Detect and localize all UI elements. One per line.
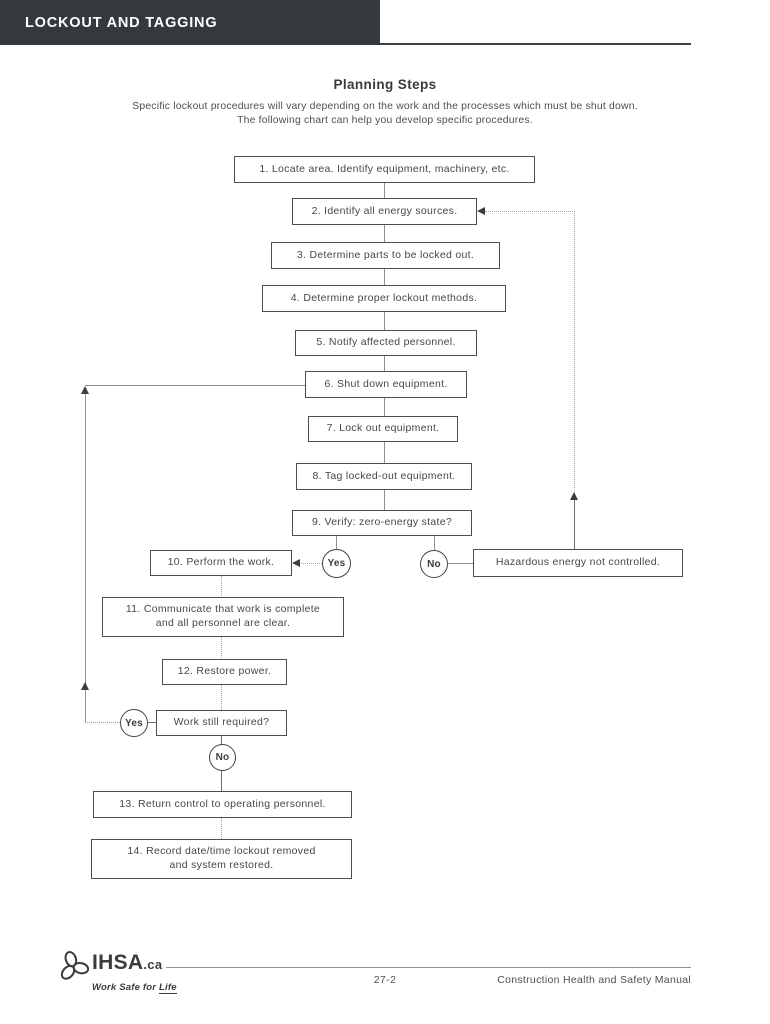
decision-yes-circle-2: Yes [120,709,148,737]
connector-yes2-left [85,722,120,723]
arrow-up-icon [570,492,578,500]
decision-no-circle: No [420,550,448,578]
connector-feedback-right-top [485,211,575,212]
footer-divider [166,967,691,968]
connector-work-required-yes [148,722,156,723]
section-title: Planning Steps [333,77,437,92]
flow-step-7: 7. Lock out equipment. [308,416,458,442]
flow-step-9: 9. Verify: zero-energy state? [292,510,472,536]
flow-step-1: 1. Locate area. Identify equipment, mach… [234,156,535,183]
tagline-life: Life [159,982,177,994]
logo-tagline: Work Safe for Life [92,982,177,994]
connector-left-column [221,576,222,710]
connector-no2-to-13 [221,771,222,791]
decision-no-circle-2: No [209,744,236,771]
flow-step-10-label: 10. Perform the work. [167,556,275,569]
flow-step-5-label: 5. Notify affected personnel. [316,336,456,349]
flow-step-11: 11. Communicate that work is complete an… [102,597,344,637]
intro-line-1: Specific lockout procedures will vary de… [132,101,638,112]
flow-step-2: 2. Identify all energy sources. [292,198,477,225]
decision-yes-label: Yes [125,717,143,729]
connector-hazard-up [574,500,575,549]
page-header-title: LOCKOUT AND TAGGING [25,14,218,31]
work-required-box: Work still required? [156,710,287,736]
logo-suffix-text: .ca [143,957,163,972]
flow-step-12: 12. Restore power. [162,659,287,685]
flow-step-13: 13. Return control to operating personne… [93,791,352,818]
flow-step-11-line2: and all personnel are clear. [155,617,291,629]
tagline-prefix: Work Safe for [92,982,160,993]
flow-step-12-label: 12. Restore power. [177,665,272,678]
intro-line-2: The following chart can help you develop… [237,115,533,126]
flow-step-11-line1: 11. Communicate that work is complete [125,603,321,616]
connector-feedback-right [574,211,575,496]
flow-step-13-label: 13. Return control to operating personne… [119,797,326,810]
flow-step-14-line2: and system restored. [169,859,274,871]
decision-yes-label: Yes [327,558,346,569]
connector-work-required-no [221,736,222,745]
page-number: 27-2 [373,974,397,986]
decision-yes-circle: Yes [322,549,351,578]
connector-feedback-left-top [85,385,305,386]
flow-step-4: 4. Determine proper lockout methods. [262,285,506,312]
flow-step-8: 8. Tag locked-out equipment. [296,463,472,490]
connector-feedback-left [85,394,86,723]
decision-no-label: No [427,558,441,570]
trillium-icon [60,950,89,980]
hazard-note-box: Hazardous energy not controlled. [473,549,683,577]
flow-step-14: 14. Record date/time lockout removed and… [91,839,352,879]
flow-step-2-label: 2. Identify all energy sources. [311,204,458,217]
decision-no-label: No [215,752,230,763]
arrow-left-icon [477,207,485,215]
connector-drop-no [434,536,435,550]
flow-step-6: 6. Shut down equipment. [305,371,467,398]
flow-step-3: 3. Determine parts to be locked out. [271,242,500,269]
flow-step-5: 5. Notify affected personnel. [295,330,477,356]
flow-step-14-line1: 14. Record date/time lockout removed [127,845,316,858]
flow-step-10: 10. Perform the work. [150,550,292,576]
ihsa-logo: IHSA.ca Work Safe for Life [58,950,177,994]
connector-no-to-hazard [448,563,473,564]
connector-drop-yes [336,536,337,550]
connector-13-to-14 [221,818,222,839]
flow-step-8-label: 8. Tag locked-out equipment. [312,469,456,482]
arrow-up-icon [81,386,89,394]
flow-step-6-label: 6. Shut down equipment. [324,377,448,390]
flow-step-1-label: 1. Locate area. Identify equipment, mach… [259,162,510,175]
flow-step-4-label: 4. Determine proper lockout methods. [290,291,478,304]
work-required-label: Work still required? [173,716,270,729]
arrow-left-icon [292,559,300,567]
logo-wordmark: IHSA.ca [92,950,162,978]
flow-step-3-label: 3. Determine parts to be locked out. [296,248,475,261]
connector-yes-to-work [298,563,322,564]
manual-title: Construction Health and Safety Manual [497,974,691,986]
flow-step-7-label: 7. Lock out equipment. [326,422,440,435]
header-bar: LOCKOUT AND TAGGING [0,0,380,45]
flow-step-9-label: 9. Verify: zero-energy state? [311,516,453,529]
arrow-up-icon [81,682,89,690]
logo-main-text: IHSA [92,951,144,974]
hazard-note-label: Hazardous energy not controlled. [495,556,661,569]
